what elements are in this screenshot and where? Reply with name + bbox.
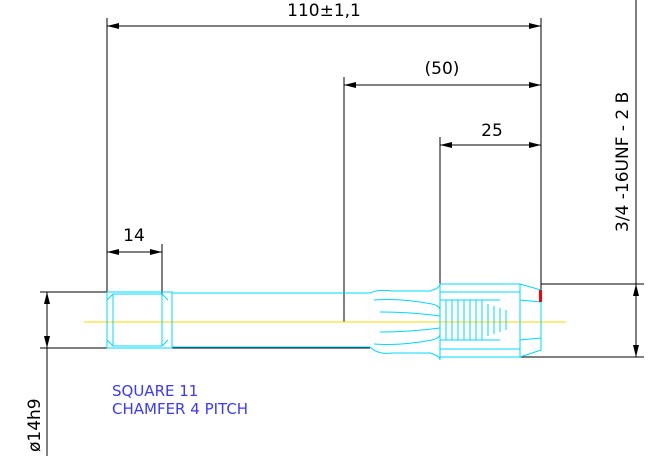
shank-diameter-label: ø14h9 (25, 398, 45, 452)
dim-shank-diameter: ø14h9 (25, 291, 370, 456)
thread-length-label: (50) (425, 59, 460, 79)
drawing-notes: SQUARE 11 CHAMFER 4 PITCH (112, 382, 248, 418)
square-length-label: 14 (123, 226, 145, 246)
dim-overall-length: 110±1,1 (106, 1, 542, 300)
note-square: SQUARE 11 (112, 382, 198, 400)
edge-marker (539, 290, 542, 302)
dim-square-length: 14 (107, 226, 163, 300)
short-length-label: 25 (481, 121, 503, 141)
dim-thread-spec: 3/4 -16UNF - 2 B (520, 0, 644, 358)
dim-short-length: 25 (439, 121, 541, 292)
tap-body-outline (106, 283, 542, 361)
overall-length-label: 110±1,1 (287, 1, 361, 21)
thread-spec-label: 3/4 -16UNF - 2 B (613, 92, 633, 232)
note-chamfer: CHAMFER 4 PITCH (112, 400, 248, 418)
dim-thread-length: (50) (343, 59, 541, 322)
